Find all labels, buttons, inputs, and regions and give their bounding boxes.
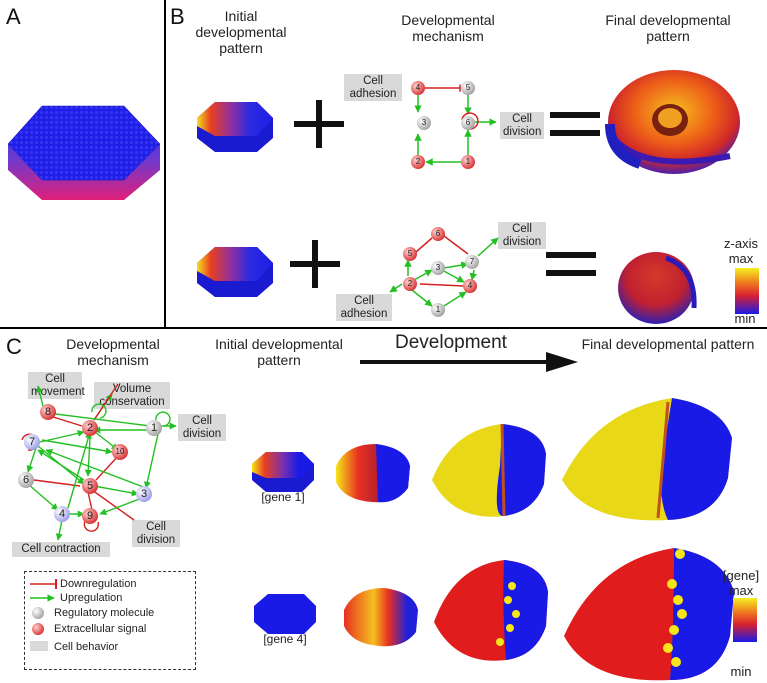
- c-behavior-contraction: Cell contraction: [12, 542, 110, 557]
- c-row2-initial-hex: [254, 594, 316, 634]
- b-final-torus: [605, 70, 740, 174]
- c-gene1-label: [gene 1]: [261, 490, 305, 504]
- b-bottom-node-6: 6: [436, 229, 441, 238]
- b-final-blob: [618, 252, 697, 324]
- b-bottom-node-5: 5: [408, 249, 413, 258]
- b-plus-top: [294, 100, 344, 148]
- b-initial-title: Initial developmental pattern: [195, 8, 287, 57]
- c-behavior-division-top: Cell division: [178, 414, 226, 442]
- c-legend-down: Downregulation: [60, 578, 137, 590]
- b-colorbar: [735, 268, 759, 314]
- b-top-node-2: 2: [416, 157, 421, 166]
- c-node-7: 7: [29, 436, 35, 448]
- c-gene4-label: [gene 4]: [263, 632, 307, 646]
- c-legend: [24, 571, 196, 670]
- c-node-1: 1: [151, 422, 157, 434]
- b-bottom-node-7: 7: [470, 257, 475, 266]
- b-top-behavior-adhesion: Cell adhesion: [344, 74, 402, 102]
- panel-c-label: C: [6, 334, 22, 359]
- c-legend-symbols: [30, 579, 57, 651]
- c-row2-stage4: [564, 548, 734, 681]
- c-mechanism-title: Developmental mechanism: [66, 336, 160, 369]
- c-development-arrow: [360, 352, 578, 372]
- b-mechanism-title: Developmental mechanism: [401, 12, 495, 45]
- c-row2-stage2: [344, 588, 418, 647]
- b-scale-max: max: [728, 251, 754, 266]
- c-node-9: 9: [87, 510, 93, 522]
- b-initial-hex-top: [197, 102, 273, 152]
- c-node-4: 4: [59, 508, 65, 520]
- b-scale-min: min: [734, 311, 756, 326]
- c-row1-stage2: [336, 444, 410, 503]
- b-plus-bottom: [290, 240, 340, 288]
- b-top-node-4: 4: [416, 83, 421, 92]
- c-row1-stage4: [562, 398, 732, 521]
- b-network-top: 4 5 3 6 2 1: [411, 81, 497, 169]
- c-final-title: Final developmental pattern: [581, 336, 755, 352]
- c-legend-extracellular: Extracellular signal: [54, 623, 147, 635]
- b-top-node-1: 1: [466, 157, 471, 166]
- b-bottom-node-1: 1: [436, 305, 441, 314]
- c-legend-up: Upregulation: [60, 592, 123, 604]
- b-equals-top: [550, 112, 600, 136]
- c-scale-title: [gene]: [722, 568, 760, 583]
- b-initial-hex-bottom: [197, 247, 273, 297]
- panel-b-label: B: [170, 4, 185, 29]
- b-equals-bottom: [546, 252, 596, 276]
- b-bottom-node-3: 3: [436, 263, 441, 272]
- divider-horizontal: [0, 327, 767, 329]
- b-bottom-behavior-adhesion: Cell adhesion: [336, 294, 392, 322]
- divider-vertical: [164, 0, 166, 327]
- c-row1-stage3: [432, 423, 546, 517]
- c-legend-regulatory: Regulatory molecule: [54, 607, 155, 619]
- c-scale-max: max: [728, 583, 754, 598]
- panel-a-label: A: [6, 4, 21, 29]
- b-bottom-behavior-division: Cell division: [498, 222, 546, 250]
- panel-a-hexagon-prism: [7, 105, 161, 200]
- c-node-2: 2: [87, 422, 93, 434]
- c-development-label: Development: [395, 332, 507, 353]
- b-final-title: Final developmental pattern: [605, 12, 731, 45]
- c-node-8: 8: [45, 406, 51, 418]
- c-node-5: 5: [87, 480, 93, 492]
- c-behavior-division-bottom: Cell division: [132, 520, 180, 548]
- c-node-6: 6: [23, 474, 29, 486]
- c-initial-title: Initial developmental pattern: [215, 336, 343, 369]
- b-network-bottom: 5 6 3 7 2 4 1: [389, 227, 499, 317]
- b-top-node-6: 6: [466, 118, 471, 127]
- b-bottom-node-4: 4: [468, 281, 473, 290]
- c-network: 1 2 3 4 5 6 7 8 9 10: [18, 383, 177, 541]
- c-node-3: 3: [141, 488, 147, 500]
- c-colorbar: [733, 598, 757, 642]
- c-row2-stage3: [434, 560, 548, 661]
- b-scale-title: z-axis: [724, 236, 758, 251]
- c-legend-behavior: Cell behavior: [54, 641, 119, 653]
- b-top-node-3: 3: [422, 118, 427, 127]
- b-top-behavior-division: Cell division: [500, 112, 544, 140]
- b-bottom-node-2: 2: [408, 279, 413, 288]
- c-scale-min: min: [730, 664, 752, 679]
- c-node-10: 10: [116, 447, 125, 456]
- c-row1-initial-hex: [252, 452, 314, 492]
- b-top-node-5: 5: [466, 83, 471, 92]
